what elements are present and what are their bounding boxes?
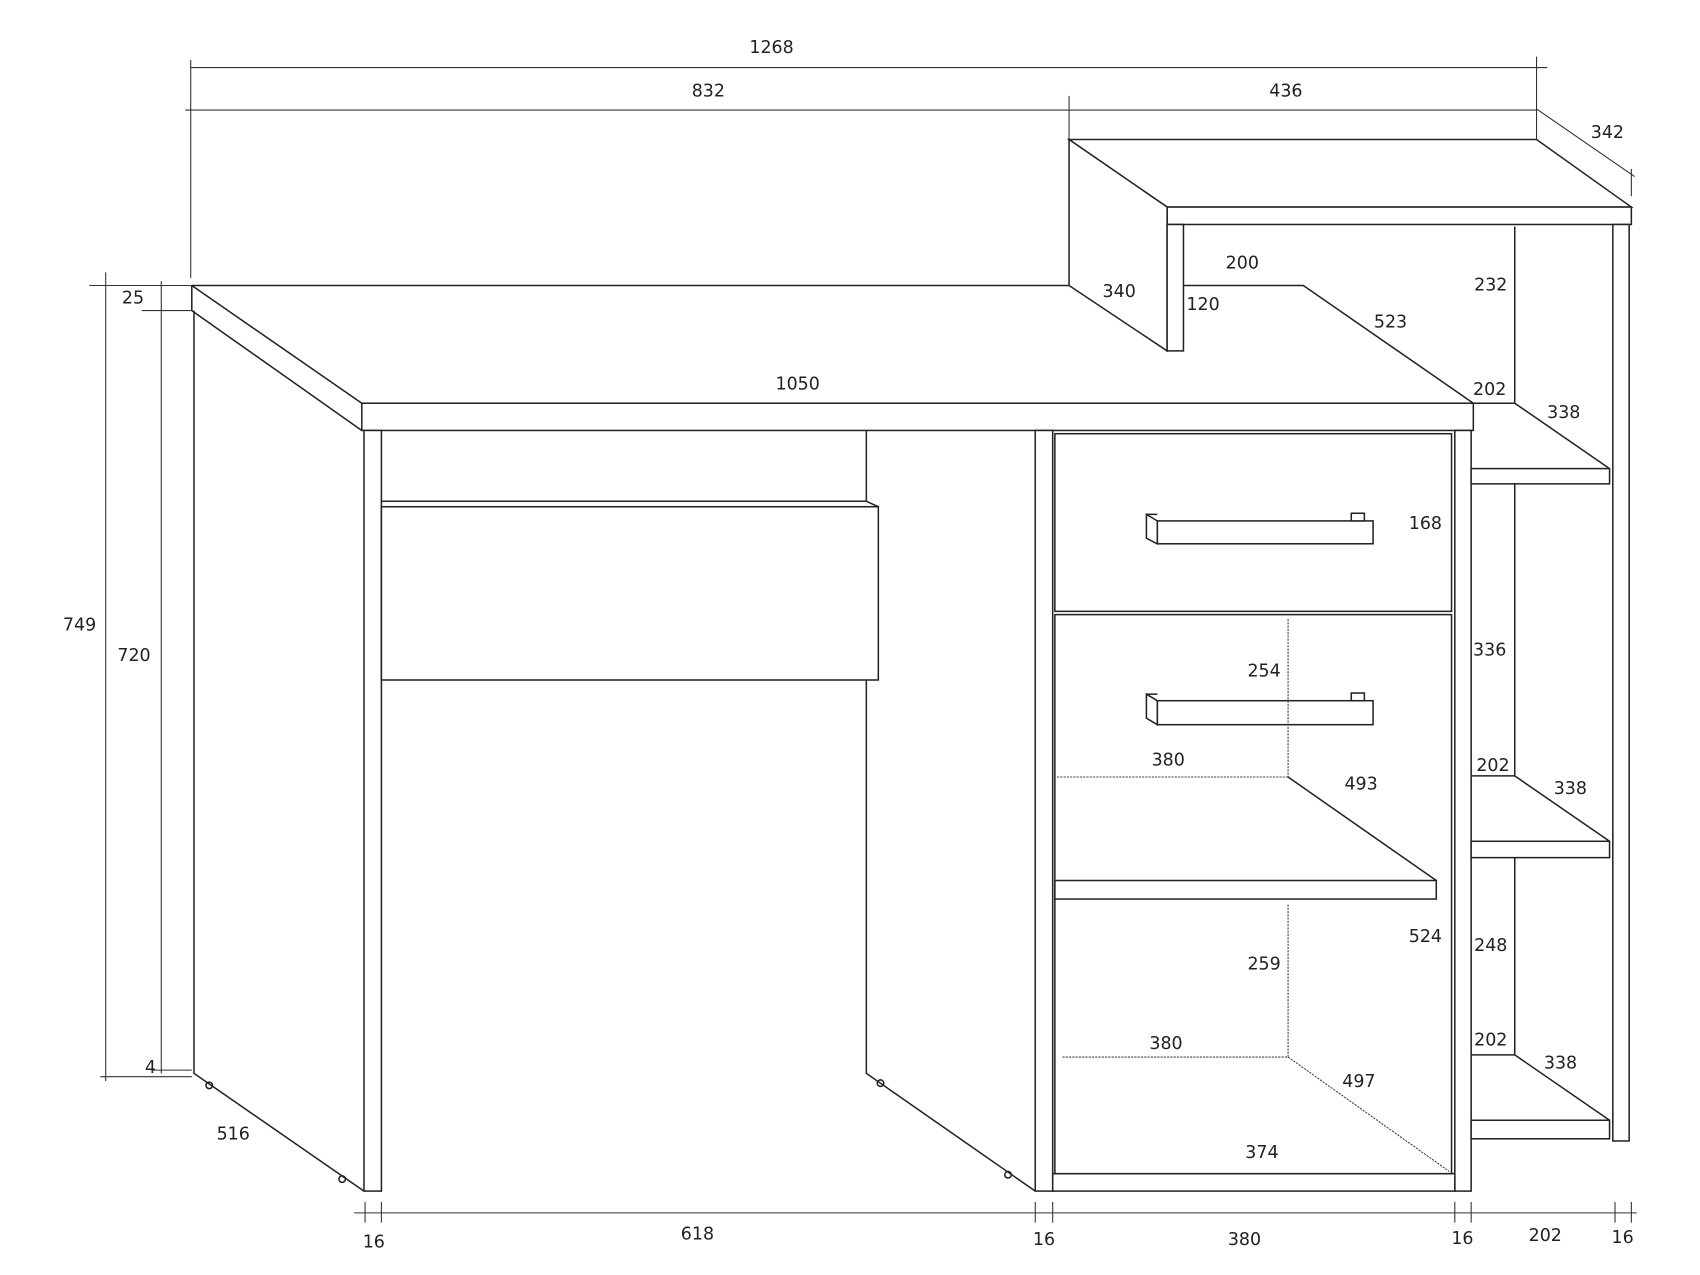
dim-top-side-depth: 523 — [1374, 313, 1407, 333]
dim-inner-shelf1-depth: 493 — [1344, 775, 1377, 795]
dim-hutch-width: 436 — [1269, 82, 1302, 102]
dim-side-height: 720 — [117, 646, 150, 666]
dimension-labels: 1268 832 436 342 25 749 720 4 516 340 12… — [63, 38, 1634, 1252]
dim-bottom-right-panel: 16 — [1451, 1229, 1473, 1249]
dim-desk-depth: 516 — [217, 1124, 250, 1144]
cabinet — [1034, 429, 1472, 1192]
keyboard-drawer — [380, 430, 1036, 1192]
dimension-lines — [89, 56, 1637, 1223]
left-side-panel — [193, 310, 383, 1192]
dim-door-height: 524 — [1409, 927, 1442, 947]
dim-inner-floor-width: 374 — [1245, 1143, 1278, 1163]
dim-inner-bottom-width: 380 — [1149, 1034, 1182, 1054]
dim-foot-height: 4 — [145, 1058, 156, 1078]
door-handle — [1145, 692, 1374, 727]
dim-shelf2-height: 336 — [1473, 641, 1506, 661]
dim-door-upper-height: 254 — [1247, 661, 1280, 681]
dim-shelf2-width: 202 — [1476, 756, 1509, 776]
dim-shelf3-height: 248 — [1474, 936, 1507, 956]
dim-shelf2-depth: 338 — [1554, 779, 1587, 799]
desk-top — [191, 284, 1475, 432]
dim-door-lower-height: 259 — [1247, 954, 1280, 974]
dim-bottom-cabinet: 380 — [1228, 1230, 1261, 1250]
dim-overall-height: 749 — [63, 616, 96, 636]
dim-bottom-kneespace: 618 — [681, 1225, 714, 1245]
dim-top-front-width: 1050 — [776, 375, 820, 395]
inner-shelves — [1054, 618, 1450, 1172]
dim-desk-width: 832 — [692, 82, 725, 102]
hutch — [1066, 138, 1634, 1142]
dim-inner-bottom-depth: 497 — [1342, 1072, 1375, 1092]
side-shelves — [1470, 402, 1611, 1140]
dim-shelf3-depth: 338 — [1544, 1054, 1577, 1074]
dim-bottom-hutch-panel: 16 — [1612, 1228, 1634, 1248]
drawer-handle — [1145, 512, 1374, 546]
dim-top-thickness: 25 — [122, 289, 144, 309]
dim-hutch-side-depth: 340 — [1103, 282, 1136, 302]
dim-hutch-side-height: 120 — [1186, 295, 1219, 315]
dim-inner-shelf1-width: 380 — [1152, 751, 1185, 771]
dim-shelf1-width: 202 — [1473, 380, 1506, 400]
dim-bottom-mid-panel: 16 — [1033, 1230, 1055, 1250]
dim-shelf1-depth: 338 — [1547, 403, 1580, 423]
dim-bottom-shelf: 202 — [1529, 1226, 1562, 1246]
dim-hutch-depth: 342 — [1591, 123, 1624, 143]
dim-bottom-left-panel: 16 — [363, 1232, 385, 1252]
dim-overall-width: 1268 — [749, 38, 793, 58]
dim-drawer-height: 168 — [1409, 514, 1442, 534]
dim-shelf-top-height: 232 — [1474, 276, 1507, 296]
dim-shelf3-width: 202 — [1474, 1031, 1507, 1051]
dim-hutch-gap: 200 — [1226, 254, 1259, 274]
